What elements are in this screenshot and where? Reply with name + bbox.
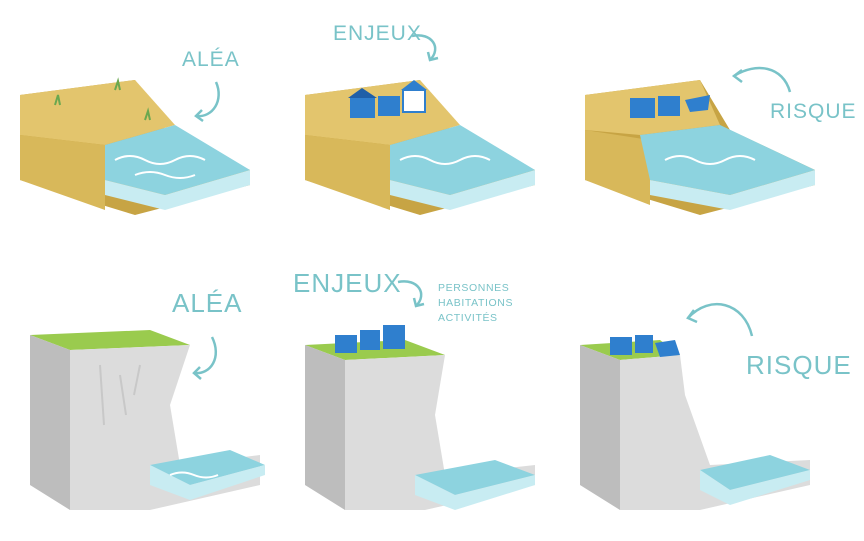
stakes-item: HABITATIONS [438, 297, 514, 309]
stakes-item: PERSONNES [438, 282, 510, 294]
cliff-block-hazard [30, 330, 265, 510]
arrow-icon [411, 34, 439, 62]
label-hazard-1: ALÉA [182, 48, 240, 71]
house-icon [630, 95, 710, 118]
cliff-block-stakes [305, 325, 535, 510]
stakes-list: PERSONNES HABITATIONS ACTIVITÉS [438, 281, 518, 326]
stakes-item: ACTIVITÉS [438, 312, 498, 324]
house-icon [348, 80, 427, 118]
dune-block-hazard [20, 77, 250, 215]
label-stakes-2: ENJEUX [293, 268, 402, 298]
dune-block-stakes [305, 80, 535, 215]
label-risk-1: RISQUE [770, 100, 857, 123]
arrow-icon [686, 302, 754, 337]
cliff-block-risk [580, 335, 810, 510]
label-risk-2: RISQUE [746, 350, 852, 380]
arrow-icon [194, 81, 220, 123]
label-hazard-2: ALÉA [172, 288, 243, 318]
arrow-icon [731, 66, 792, 93]
arrow-icon [397, 280, 425, 308]
dune-block-risk [585, 80, 815, 215]
arrow-icon [192, 336, 218, 380]
label-stakes-1: ENJEUX [333, 22, 422, 45]
house-icon [335, 325, 405, 353]
house-icon [610, 335, 680, 357]
